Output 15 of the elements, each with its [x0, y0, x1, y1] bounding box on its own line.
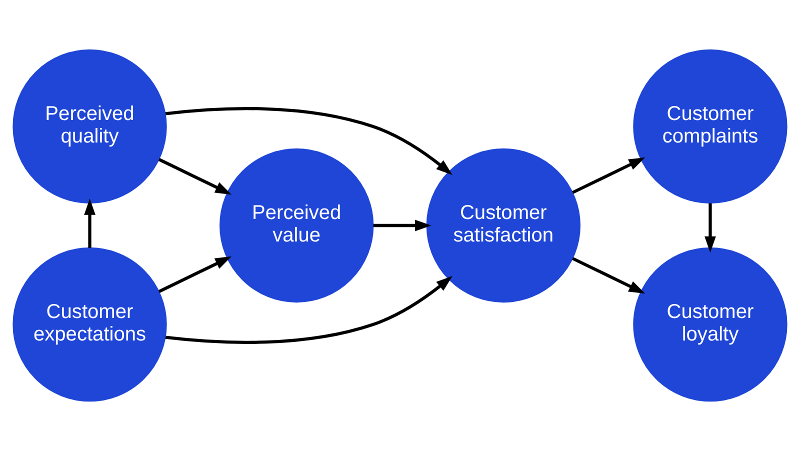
- node-circle: Customer satisfaction: [426, 148, 580, 302]
- node-circle: Customer expectations: [12, 246, 167, 402]
- arrow: [158, 256, 232, 292]
- arrow: [158, 158, 232, 194]
- arrow: [572, 256, 646, 294]
- node-circle: Perceived value: [220, 148, 374, 302]
- arrow: [704, 202, 716, 252]
- node-circle: Customer loyalty: [633, 246, 788, 402]
- arrow: [165, 276, 452, 344]
- node-circle: Customer complaints: [633, 48, 788, 204]
- arrow: [373, 219, 432, 231]
- arrow: [84, 198, 96, 248]
- node-circle: Perceived quality: [12, 48, 167, 204]
- arrow: [572, 156, 646, 194]
- arrow: [165, 106, 452, 174]
